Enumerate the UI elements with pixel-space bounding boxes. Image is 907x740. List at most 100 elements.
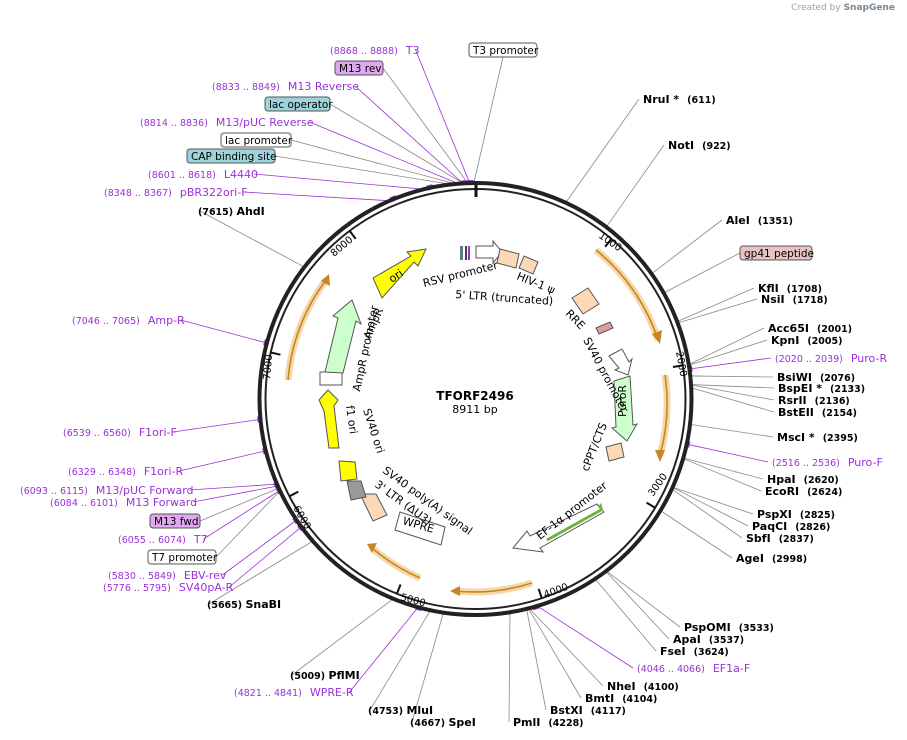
- enzyme-position: (5009): [290, 671, 328, 682]
- enzyme-name: HpaI: [767, 473, 796, 486]
- enzyme-position: (4228): [548, 718, 583, 729]
- enzyme-leader: [672, 486, 754, 515]
- enzyme-site: MscI *(2395): [777, 431, 858, 444]
- enzyme-position: (1708): [787, 284, 822, 295]
- enzyme-name: PmlI: [513, 716, 540, 729]
- plasmid-size: 8911 bp: [452, 403, 497, 416]
- lac-operator-label: lac operator: [269, 99, 333, 111]
- primer-leader: [193, 485, 280, 503]
- t7-promoter-label: T7 promoter: [151, 552, 218, 564]
- primer-name: M13/pUC Forward: [96, 484, 194, 497]
- hiv-psi-block: [518, 255, 539, 275]
- enzyme-leader: [688, 327, 765, 365]
- tick-3000: [646, 501, 656, 509]
- enzyme-site: BsiWI(2076): [777, 371, 855, 384]
- enzyme-leader: [689, 424, 774, 438]
- primer-site: (6093 .. 6115) M13/pUC Forward: [20, 484, 194, 497]
- enzyme-position: (922): [702, 141, 731, 152]
- enzyme-position: (3537): [709, 635, 744, 646]
- enzyme-leader: [199, 210, 305, 268]
- enzyme-position: (2154): [822, 408, 857, 419]
- primer-position: (8868 .. 8888): [330, 46, 398, 57]
- enzyme-site: NheI(4100): [607, 680, 679, 693]
- primer-name: T3: [405, 44, 420, 57]
- primer-leader: [179, 450, 268, 472]
- primer-name: L4440: [224, 168, 258, 181]
- enzyme-leader: [651, 219, 723, 275]
- enzyme-leader: [411, 612, 444, 723]
- primer-name: Puro-F: [848, 456, 883, 469]
- tick-4000: [537, 588, 543, 599]
- enzyme-leader: [526, 608, 547, 711]
- cap-site-mark: [460, 246, 463, 260]
- enzyme-leader: [671, 488, 743, 539]
- primer-name: EF1a-F: [713, 662, 750, 675]
- enzyme-labels: NruI *(611)NotI(922)AleI(1351)KflI(1708)…: [198, 93, 865, 729]
- enzyme-name: MscI *: [777, 431, 815, 444]
- primer-leader: [253, 173, 431, 191]
- primer-position: (6093 .. 6115): [20, 486, 88, 497]
- primer-name: EBV-rev: [184, 569, 227, 582]
- primer-leader: [415, 49, 471, 186]
- primer-site: (2020 .. 2039)Puro-R: [775, 352, 887, 365]
- primer-leader: [349, 605, 420, 693]
- ltr3-block: [359, 493, 388, 522]
- snapgene-logo: SnapGene: [843, 3, 895, 13]
- enzyme-site: NsiI(1718): [761, 293, 828, 306]
- enzyme-position: (7615): [198, 207, 236, 218]
- enzyme-site: NotI(922): [668, 139, 731, 152]
- enzyme-site: (5665) SnaBI: [207, 598, 281, 611]
- enzyme-position: (4117): [591, 706, 626, 717]
- primer-position: (4821 .. 4841): [234, 688, 302, 699]
- enzyme-leader: [369, 610, 431, 711]
- enzyme-name: BspEI *: [778, 382, 822, 395]
- enzyme-leader: [690, 384, 775, 401]
- primer-site: (6329 .. 6348)F1ori-R: [68, 465, 183, 478]
- enzyme-position: (2624): [807, 487, 842, 498]
- primer-site: (5830 .. 5849)EBV-rev: [108, 569, 227, 582]
- enzyme-site: BmtI(4104): [585, 692, 657, 705]
- enzyme-name: AhdI: [236, 205, 264, 218]
- features: [318, 239, 639, 553]
- enzyme-position: (2826): [795, 522, 830, 533]
- enzyme-leader: [691, 387, 775, 413]
- enzyme-position: (4753): [368, 706, 406, 717]
- primer-leader: [354, 85, 466, 186]
- cap-site-label: CAP binding site: [191, 151, 277, 163]
- enzyme-name: MluI: [406, 704, 433, 717]
- primer-position: (5776 .. 5795): [103, 583, 171, 594]
- ef1a-promoter-arrow: [512, 503, 605, 553]
- orf-arrow-2-line: [659, 374, 668, 456]
- enzyme-site: Acc65I(2001): [768, 322, 852, 335]
- enzyme-name: ApaI: [673, 633, 701, 646]
- primer-name: M13/pUC Reverse: [216, 116, 314, 129]
- enzyme-name: SpeI: [448, 716, 475, 729]
- enzyme-position: (2998): [772, 554, 807, 565]
- primer-site: (4821 .. 4841)WPRE-R: [234, 686, 354, 699]
- sv40-polya-block: [346, 480, 367, 501]
- enzyme-position: (3624): [694, 647, 729, 658]
- boxed-labels: T3 promoter M13 rev lac operator lac pro…: [147, 42, 814, 565]
- enzyme-site: PaqCI(2826): [752, 520, 830, 533]
- primer-leader: [203, 489, 282, 540]
- ampr-arrow: [324, 299, 362, 374]
- enzyme-leader: [606, 570, 681, 628]
- enzyme-name: AleI: [726, 214, 750, 227]
- enzyme-name: SnaBI: [245, 598, 281, 611]
- feature-leader: [663, 252, 741, 294]
- tick-label-7000: 7000: [262, 354, 275, 380]
- rre-block: [571, 287, 600, 315]
- enzyme-site: NruI *(611): [643, 93, 716, 106]
- enzyme-site: (5009) PflMI: [290, 669, 360, 682]
- orf-arrow-1-line: [595, 249, 659, 341]
- enzyme-name: AgeI: [736, 552, 764, 565]
- primer-name: M13 Reverse: [288, 80, 359, 93]
- tick-8000: [348, 230, 357, 240]
- ori-arrow: [372, 248, 427, 299]
- label-rsv-promoter: RSV promoter: [422, 259, 500, 290]
- primer-labels: (8868 .. 8888)T3(8833 .. 8849)M13 Revers…: [20, 44, 887, 699]
- sv40-promoter-arrow: [608, 348, 633, 376]
- enzyme-leader: [594, 578, 657, 652]
- feature-leader: [473, 56, 504, 184]
